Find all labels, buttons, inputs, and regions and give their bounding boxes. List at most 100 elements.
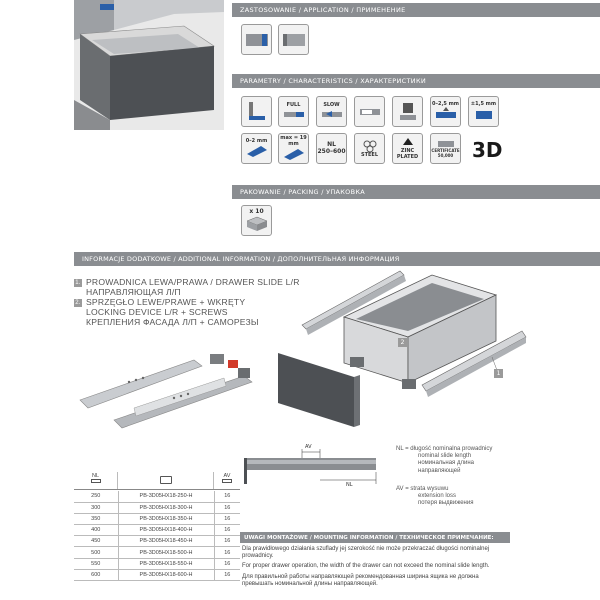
section-title: INFORMACJE DODATKOWE / ADDITIONAL INFORM… xyxy=(82,255,400,263)
list-line: LOCKING DEVICE L/R + SCREWS xyxy=(86,307,228,317)
product-code-cell: PB-3D05HX18-550-H xyxy=(118,558,215,570)
param-slide-corner xyxy=(241,96,272,127)
section-header-additional: INFORMACJE DODATKOWE / ADDITIONAL INFORM… xyxy=(74,252,600,266)
extension-loss-cell: 16 xyxy=(214,491,240,503)
callout-number: 1 xyxy=(496,370,501,377)
param-adjust-depth: 0–2 mm xyxy=(241,133,272,164)
note-line: nominal slide length xyxy=(418,453,472,460)
arrow-icon xyxy=(222,479,232,483)
section-header-parameters: PARAMETRY / CHARACTERISTICS / ХАРАКТЕРИС… xyxy=(232,74,600,88)
section-title: PAKOWANIE / PACKING / УПАКОВКА xyxy=(240,188,366,196)
callout-number: 2 xyxy=(400,339,405,346)
header-code xyxy=(118,472,214,489)
extension-loss-cell: 16 xyxy=(214,513,240,526)
push-open-icon xyxy=(359,108,380,115)
nominal-length-cell: 300 xyxy=(74,502,119,514)
box-icon xyxy=(245,216,268,231)
product-code-cell: PB-3D05HX18-450-H xyxy=(118,535,215,548)
cabinet-image xyxy=(74,0,224,130)
param-3d: 3D xyxy=(472,136,503,164)
section-title: ZASTOSOWANIE / APPLICATION / ПРИМЕНЕНИЕ xyxy=(240,6,406,14)
folder-icon xyxy=(159,476,172,484)
note-line: направляющей xyxy=(418,467,461,474)
param-certificate: CERTIFICATE 50,000 xyxy=(430,133,461,164)
param-nominal-length: NL 250–600 xyxy=(316,133,347,164)
param-push-open xyxy=(354,96,385,127)
list-number: 2. xyxy=(74,298,82,307)
header-label: AV xyxy=(223,473,231,479)
extension-loss-cell: 16 xyxy=(214,524,240,537)
drawer-side-icon xyxy=(282,33,305,46)
nominal-length-cell: 500 xyxy=(74,546,119,559)
param-label: FULL xyxy=(286,101,301,108)
list-line: КРЕПЛЕНИЯ ФАСАДА Л/П + САМОРЕЗЫ xyxy=(86,317,259,327)
av-dimension-label: AV xyxy=(305,444,312,450)
param-steel: STEEL xyxy=(354,133,385,164)
nl-dimension-label: NL xyxy=(346,482,353,488)
param-label: SLOW xyxy=(323,101,340,108)
adjust-side-icon xyxy=(475,111,492,120)
nominal-length-cell: 250 xyxy=(74,491,119,503)
callout-2: 2 xyxy=(398,338,407,347)
adjust-height-icon xyxy=(435,107,456,119)
mounting-body: Dla prawidłowego działania szuflady jej … xyxy=(242,546,510,588)
extension-loss-cell: 16 xyxy=(214,569,240,582)
list-item-1: 1.PROWADNICA LEWA/PRAWA / DRAWER SLIDE L… xyxy=(74,277,304,297)
note-line: extension loss xyxy=(418,493,457,500)
mounting-title: UWAGI MONTAŻOWE / MOUNTING INFORMATION /… xyxy=(244,534,494,541)
param-board-thickness: max = 19 mm xyxy=(278,133,309,164)
mounting-en: For proper drawer operation, the width o… xyxy=(242,563,490,570)
header-nl: NL xyxy=(74,472,118,489)
av-note: AV = strata wysuwu extension loss потеря… xyxy=(396,486,596,508)
extension-loss-cell: 16 xyxy=(214,546,240,559)
nominal-length-cell: 350 xyxy=(74,513,119,526)
note-line: NL = długość nominalna prowadnicy xyxy=(396,446,493,452)
param-label: STEEL xyxy=(360,151,379,158)
application-icon-2 xyxy=(278,24,309,55)
drawer-assembly-diagram xyxy=(272,265,530,435)
dimension-diagram xyxy=(240,440,380,490)
param-label: 0–2 mm xyxy=(245,137,268,144)
board-thickness-icon xyxy=(283,148,304,160)
zinc-plated-icon xyxy=(402,138,413,146)
section-header-packing: PAKOWANIE / PACKING / УПАКОВКА xyxy=(232,185,600,199)
product-code-cell: PB-3D05HX18-500-H xyxy=(118,546,215,559)
list-number: 1. xyxy=(74,278,82,287)
param-label: ±1,5 mm xyxy=(470,100,497,107)
param-zinc-plated: ZINC PLATED xyxy=(392,133,423,164)
packing-icon: x 10 xyxy=(241,205,272,236)
param-label: CERTIFICATE 50,000 xyxy=(431,148,460,158)
table-header: NL AV xyxy=(74,472,240,490)
list-line: SPRZĘGŁO LEWE/PRAWE + WKRĘTY xyxy=(86,297,246,307)
adjust-depth-icon xyxy=(246,146,267,158)
steel-icon xyxy=(363,140,376,153)
application-icon-1 xyxy=(241,24,272,55)
product-code-cell: PB-3D05HX18-600-H xyxy=(118,569,215,582)
list-item-2: 2. SPRZĘGŁO LEWE/PRAWE + WKRĘTY LOCKING D… xyxy=(74,297,304,327)
param-label: max = 19 mm xyxy=(280,135,307,147)
nl-note: NL = długość nominalna prowadnicy nomina… xyxy=(396,446,596,475)
certificate-icon xyxy=(437,141,454,148)
header-av: AV xyxy=(214,472,240,489)
param-label: 0–2,5 mm xyxy=(432,100,459,107)
3d-icon: 3D xyxy=(472,138,503,162)
section-header-application: ZASTOSOWANIE / APPLICATION / ПРИМЕНЕНИЕ xyxy=(232,3,600,17)
param-label: NL 250–600 xyxy=(317,141,346,155)
header-label: NL xyxy=(91,473,100,479)
param-adjust-height: 0–2,5 mm xyxy=(430,96,461,127)
param-adjust-side: ±1,5 mm xyxy=(468,96,499,127)
contents-list: 1.PROWADNICA LEWA/PRAWA / DRAWER SLIDE L… xyxy=(74,277,304,327)
slow-close-icon xyxy=(321,111,342,118)
slide-corner-icon xyxy=(248,101,265,120)
product-code-cell: PB-3D05HX18-300-H xyxy=(118,502,215,514)
param-full-extension: FULL xyxy=(278,96,309,127)
nominal-length-cell: 400 xyxy=(74,524,119,537)
section-title: PARAMETRY / CHARACTERISTICS / ХАРАКТЕРИС… xyxy=(240,77,427,85)
mounting-header: UWAGI MONTAŻOWE / MOUNTING INFORMATION /… xyxy=(240,532,510,543)
slide-product-image xyxy=(74,340,274,440)
